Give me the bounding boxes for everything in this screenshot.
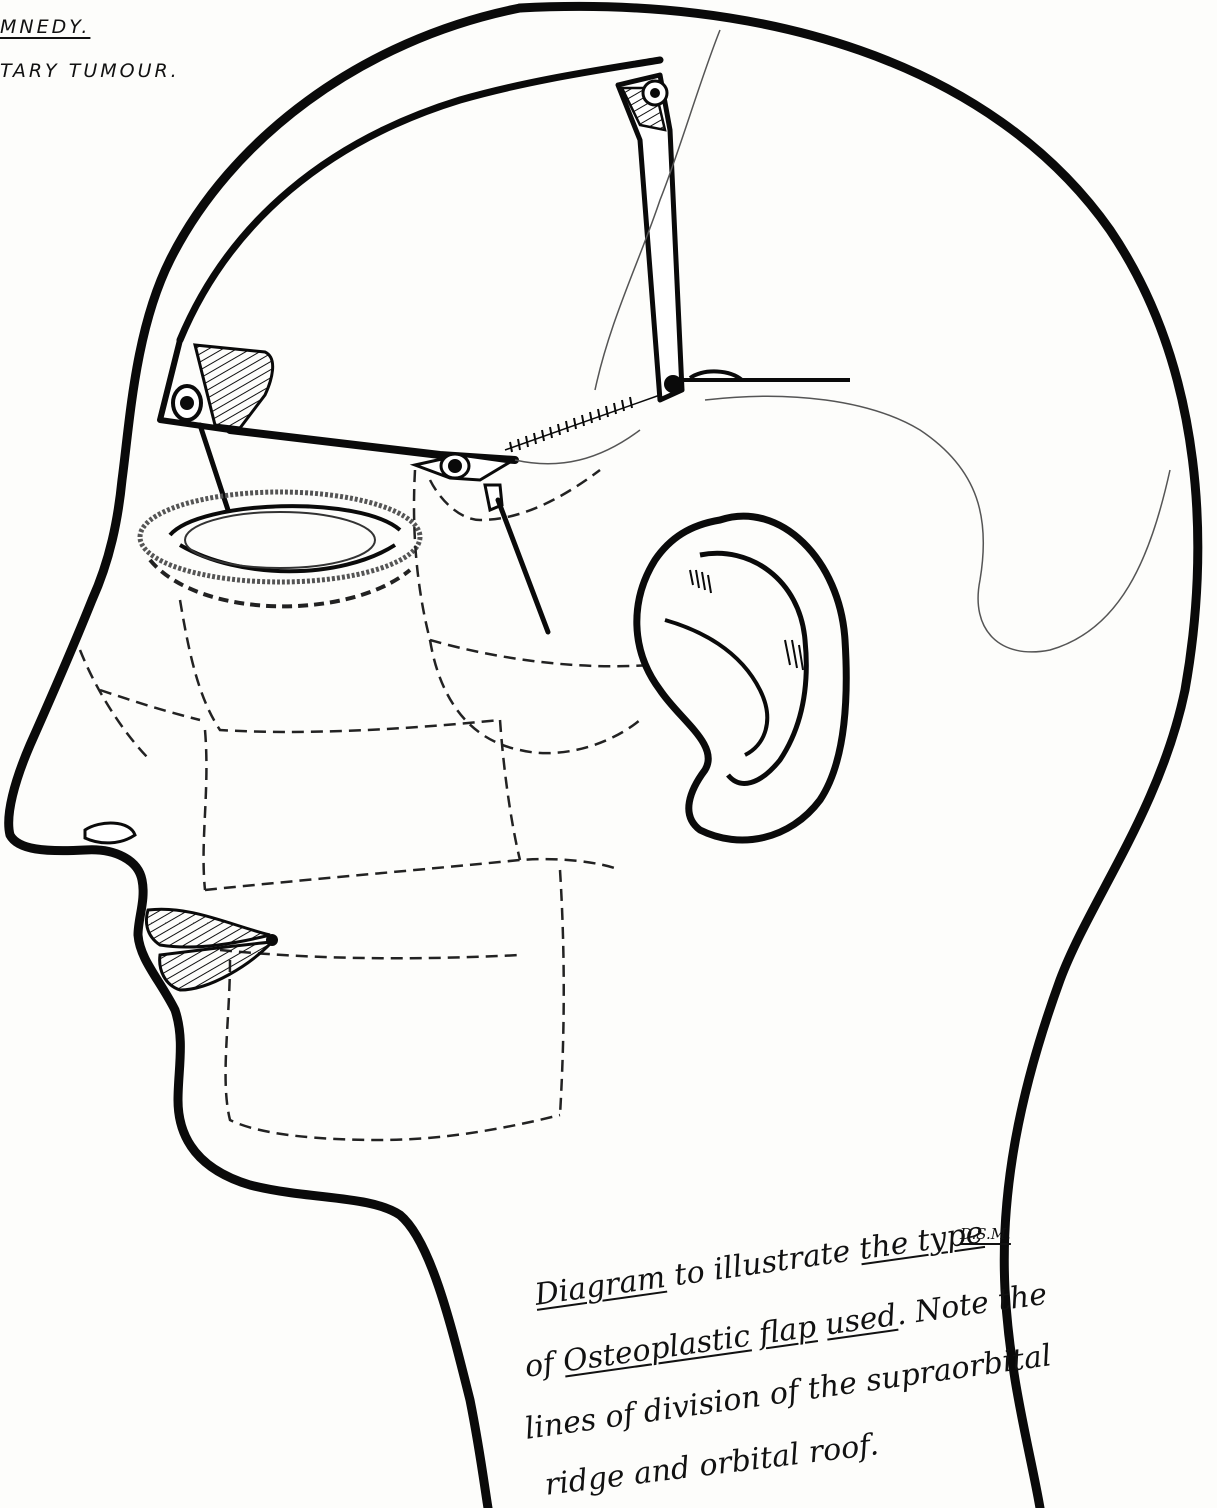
frontal-wedge-hatched bbox=[195, 345, 273, 428]
face-profile-outline bbox=[9, 8, 520, 1508]
ear-outline bbox=[637, 516, 846, 840]
eye bbox=[140, 492, 420, 606]
ear-antihelix bbox=[665, 620, 767, 755]
mouth-corner bbox=[266, 934, 278, 946]
upper-lip bbox=[146, 909, 270, 947]
burr-hole-lower-parietal bbox=[664, 375, 682, 393]
flap-upper-arc bbox=[180, 60, 660, 340]
header-title-line1: MNEDY. bbox=[0, 16, 90, 38]
caption-text: of bbox=[523, 1345, 566, 1385]
burr-hole-frontal bbox=[173, 386, 201, 420]
lower-lip bbox=[160, 942, 272, 990]
burr-hole-parietal bbox=[643, 81, 667, 105]
nostril bbox=[85, 823, 135, 843]
saw-cut-line bbox=[505, 395, 660, 452]
header-title-line2: TARY TUMOUR. bbox=[0, 60, 180, 82]
burr-hole-temporal bbox=[441, 454, 469, 478]
sinus-dashed-lines bbox=[80, 470, 650, 1140]
skull-suture-lines bbox=[515, 30, 1170, 652]
division-line-orbital-roof bbox=[498, 500, 548, 632]
division-line-supraorbital bbox=[200, 425, 228, 510]
